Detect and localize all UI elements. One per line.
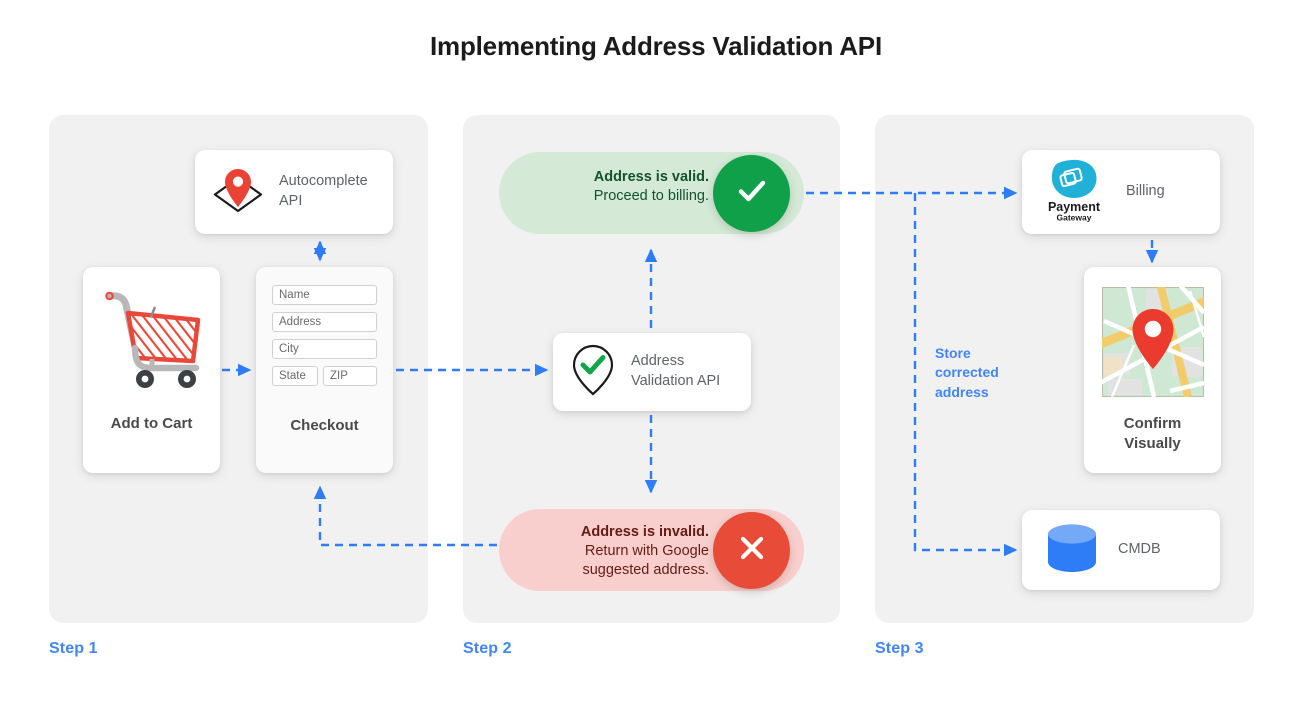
step-3-label: Step 3 bbox=[875, 640, 924, 657]
billing-card[interactable]: Payment Gateway Billing bbox=[1022, 150, 1220, 234]
address-field[interactable]: Address bbox=[272, 312, 377, 332]
close-icon bbox=[733, 529, 771, 572]
address-validation-api-card[interactable]: Address Validation API bbox=[553, 333, 751, 411]
confirm-visually-label: Confirm Visually bbox=[1123, 415, 1182, 452]
payment-gateway-wordmark-line2: Gateway bbox=[1057, 212, 1092, 222]
check-icon bbox=[732, 171, 772, 216]
add-to-cart-label: Add to Cart bbox=[110, 415, 193, 432]
map-thumbnail-icon bbox=[1096, 282, 1208, 402]
city-field[interactable]: City bbox=[272, 339, 377, 359]
invalid-close-badge bbox=[713, 512, 790, 589]
billing-label: Billing bbox=[1126, 183, 1165, 200]
confirm-visually-card[interactable]: Confirm Visually bbox=[1084, 267, 1221, 473]
zip-field[interactable]: ZIP bbox=[323, 366, 377, 386]
checkout-card[interactable]: Name Address City State ZIP Checkout bbox=[256, 267, 393, 473]
autocomplete-api-label: Autocomplete API bbox=[279, 173, 368, 209]
checkout-label: Checkout bbox=[290, 417, 359, 434]
store-corrected-address-annotation: Store corrected address bbox=[935, 345, 999, 400]
payment-gateway-wordmark-line1: Payment bbox=[1048, 200, 1101, 214]
state-field[interactable]: State bbox=[272, 366, 318, 386]
payment-gateway-icon: Payment Gateway bbox=[1036, 157, 1112, 228]
cmdb-label: CMDB bbox=[1118, 541, 1161, 558]
autocomplete-api-card[interactable]: Autocomplete API bbox=[195, 150, 393, 234]
step-2-label: Step 2 bbox=[463, 640, 512, 657]
add-to-cart-card[interactable]: Add to Cart bbox=[83, 267, 220, 473]
name-field[interactable]: Name bbox=[272, 285, 377, 305]
map-pin-check-icon bbox=[569, 342, 617, 403]
database-icon bbox=[1044, 522, 1100, 579]
valid-check-badge bbox=[713, 155, 790, 232]
address-validation-api-label: Address Validation API bbox=[631, 353, 721, 389]
cmdb-card[interactable]: CMDB bbox=[1022, 510, 1220, 590]
page-title: Implementing Address Validation API bbox=[430, 31, 882, 61]
map-pin-diamond-icon bbox=[209, 164, 267, 221]
address-valid-text: Address is valid. Proceed to billing. bbox=[593, 169, 709, 205]
step-1-label: Step 1 bbox=[49, 640, 98, 657]
shopping-cart-icon bbox=[83, 285, 220, 398]
address-invalid-text: Address is invalid. Return with Google s… bbox=[580, 524, 709, 579]
